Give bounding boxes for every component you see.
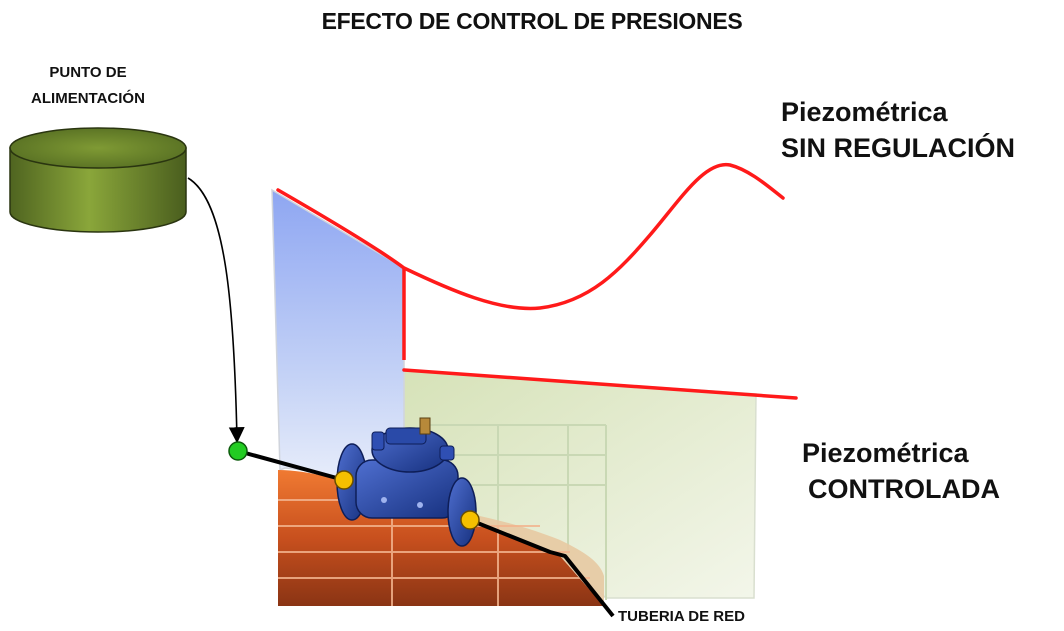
piezometric-line-unregulated bbox=[276, 162, 785, 311]
supply-connection-arrow bbox=[187, 177, 245, 444]
unregulated-label: Piezométrica SIN REGULACIÓN bbox=[781, 94, 1015, 166]
pipe-label: TUBERIA DE RED bbox=[618, 608, 745, 625]
valve-outlet-node bbox=[460, 510, 480, 530]
supply-point-label: PUNTO DE ALIMENTACIÓN bbox=[8, 60, 168, 112]
supply-point-line2: ALIMENTACIÓN bbox=[31, 90, 145, 107]
diagram-title: EFECTO DE CONTROL DE PRESIONES bbox=[321, 8, 743, 34]
supply-node bbox=[228, 441, 248, 461]
piezometric-line-controlled bbox=[402, 368, 798, 400]
unregulated-line2: SIN REGULACIÓN bbox=[781, 133, 1016, 163]
supply-point-line1: PUNTO DE bbox=[49, 64, 127, 81]
controlled-line2: CONTROLADA bbox=[808, 474, 1000, 504]
unregulated-line1: Piezométrica bbox=[781, 97, 948, 127]
valve-inlet-node bbox=[334, 470, 354, 490]
tank-icon bbox=[9, 127, 187, 233]
network-pipe bbox=[237, 449, 615, 618]
controlled-label: Piezométrica CONTROLADA bbox=[802, 435, 1000, 507]
pressure-reducing-valve-icon bbox=[336, 417, 477, 547]
controlled-line1: Piezométrica bbox=[802, 438, 969, 468]
